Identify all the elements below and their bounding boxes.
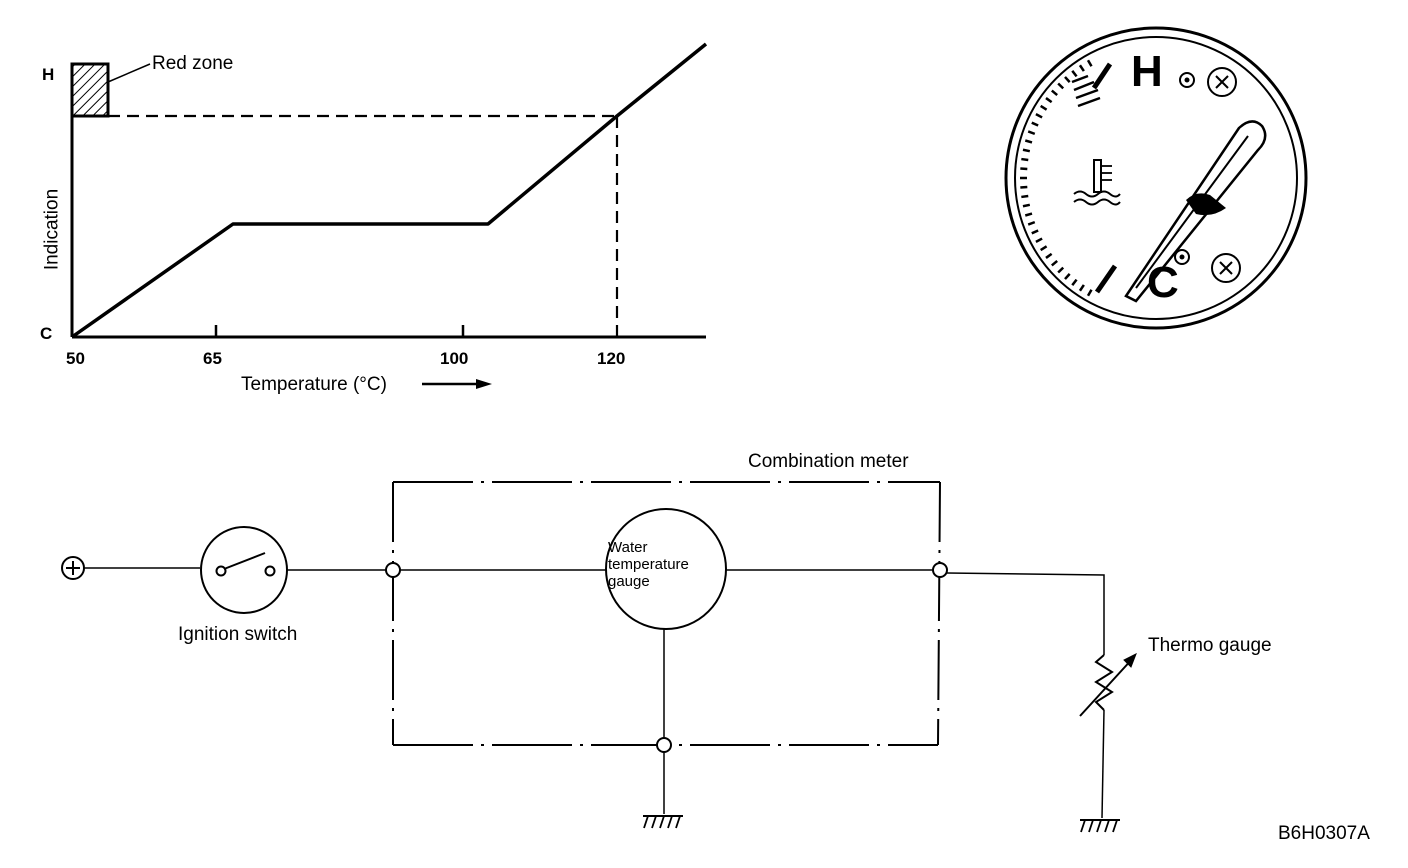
red-zone-leader [107, 63, 151, 83]
wire-thermo-ground [1101, 709, 1105, 819]
wire-to-thermo [946, 572, 1105, 655]
meter-ground-icon [643, 815, 683, 829]
upper-target-icon [1179, 72, 1195, 88]
lower-target-icon [1174, 249, 1190, 265]
indication-curve [70, 42, 708, 339]
x-tick-label-100: 100 [440, 349, 469, 368]
wiring-circuit [61, 481, 1137, 833]
hot-end-bar [1091, 62, 1113, 90]
ignition-switch [200, 526, 288, 614]
dial-tick [1031, 229, 1039, 235]
dial-tick [1021, 157, 1029, 162]
dial-tick [1064, 76, 1071, 83]
thermo-gauge-label: Thermo gauge [1148, 635, 1272, 656]
indication-graph [70, 42, 708, 389]
dial-tick [1078, 284, 1085, 292]
thermo-gauge-resistor [1079, 652, 1137, 717]
water-temperature-gauge [605, 508, 727, 630]
dial-tick [1071, 70, 1078, 78]
x-tick-label-50: 50 [66, 349, 85, 368]
dial-tick [1057, 266, 1065, 274]
water-temperature-gauge-label: Water temperature gauge [608, 539, 689, 590]
y-axis-label: Indication [41, 188, 63, 271]
x-tick-label-120: 120 [597, 349, 626, 368]
dial-tick [1035, 113, 1043, 119]
temperature-dial [1004, 26, 1308, 330]
dial-tick [1035, 237, 1043, 243]
dial-cold-letter: C [1147, 258, 1179, 307]
dial-hot-letter: H [1131, 47, 1163, 96]
lower-screw-icon [1211, 253, 1241, 283]
red-zone-label: Red zone [152, 53, 234, 74]
dial-tick [1078, 64, 1085, 72]
bottom-junction [656, 737, 672, 753]
dial-tick [1027, 130, 1036, 136]
red-zone [70, 62, 110, 118]
battery-positive-terminal [61, 556, 85, 580]
y-high-label: H [42, 65, 55, 84]
dial-needle [1124, 120, 1267, 303]
dial-tick [1022, 203, 1031, 208]
dial-tick [1031, 121, 1039, 127]
dial-tick [1040, 245, 1048, 252]
dial-tick [1040, 104, 1048, 111]
y-low-label: C [40, 324, 53, 343]
hot-warning-marks [1071, 74, 1101, 108]
coolant-temperature-icon [1073, 159, 1121, 206]
dial-inner-rim [1014, 36, 1298, 320]
dial-tick [1021, 194, 1029, 199]
dial-tick [1045, 97, 1053, 104]
dial-tick [1051, 259, 1058, 267]
dial-tick [1027, 220, 1036, 226]
thermo-ground-icon [1080, 819, 1120, 833]
dial-tick [1086, 59, 1093, 67]
dial-tick [1086, 289, 1093, 297]
figure-code: B6H0307A [1278, 823, 1370, 844]
dial-tick [1051, 89, 1058, 97]
dial-tick [1057, 82, 1065, 90]
upper-screw-icon [1207, 67, 1237, 97]
right-junction [932, 562, 948, 578]
temperature-arrow [422, 379, 492, 389]
ignition-switch-label: Ignition switch [178, 624, 298, 645]
dial-tick [1071, 278, 1078, 286]
x-tick-label-65: 65 [203, 349, 222, 368]
left-junction [385, 562, 401, 578]
dial-tick [1022, 148, 1031, 153]
dial-tick [1024, 139, 1033, 144]
dial-tick [1064, 273, 1071, 280]
dial-tick [1024, 212, 1033, 217]
dial-tick [1045, 252, 1053, 259]
x-axis-label: Temperature (°C) [241, 374, 387, 395]
dial-outer-rim [1004, 26, 1308, 330]
cold-end-bar [1094, 264, 1118, 294]
combination-meter-label: Combination meter [748, 451, 909, 472]
dial-scale-ticks [1020, 59, 1093, 297]
